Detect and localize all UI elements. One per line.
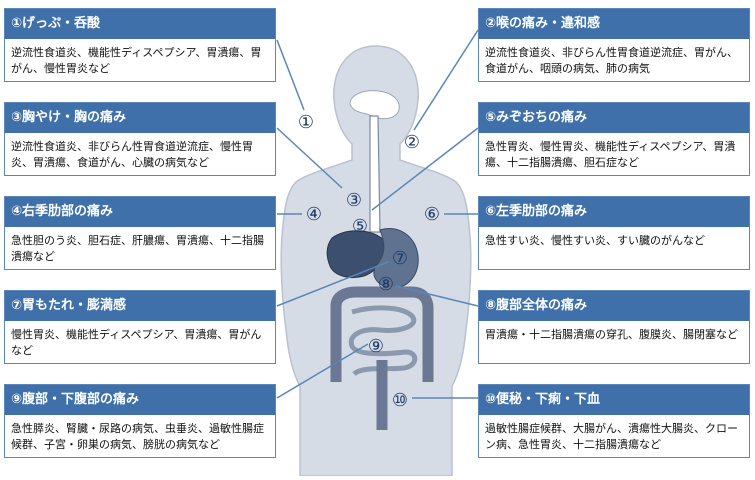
leader-lines bbox=[276, 29, 479, 399]
marker-8: ⑧ bbox=[378, 274, 394, 295]
marker-7: ⑦ bbox=[392, 248, 408, 269]
card-title: ①げっぷ・呑酸 bbox=[5, 9, 275, 39]
card-body: 急性すい炎、慢性すい炎、すい臓のがんなど bbox=[485, 234, 705, 247]
leader-8 bbox=[395, 285, 479, 307]
leader-7 bbox=[276, 261, 389, 307]
leader-5 bbox=[371, 127, 479, 211]
card-title: ③胸やけ・胸の痛み bbox=[5, 103, 275, 133]
marker-6: ⑥ bbox=[424, 204, 440, 225]
symptom-card-10: ⑩便秘・下痢・下血 過敏性腸症候群、大腸がん、潰瘍性大腸炎、クローン病、急性胃炎… bbox=[478, 384, 750, 458]
symptom-card-5: ⑤みぞおちの痛み 急性胃炎、慢性胃炎、機能性ディスペプシア、胃潰瘍、十二指腸潰瘍… bbox=[478, 102, 750, 176]
marker-10: ⑩ bbox=[392, 390, 408, 411]
symptom-card-1: ①げっぷ・呑酸 逆流性食道炎、機能性ディスペプシア、胃潰瘍、胃がん、慢性胃炎など bbox=[4, 8, 276, 82]
marker-2: ② bbox=[404, 132, 420, 153]
symptom-card-2: ②喉の痛み・違和感 逆流性食道炎、非びらん性胃食道逆流症、胃がん、食道がん、咽頭… bbox=[478, 8, 750, 82]
card-title: ⑩便秘・下痢・下血 bbox=[479, 385, 749, 415]
symptom-card-3: ③胸やけ・胸の痛み 逆流性食道炎、非びらん性胃食道逆流症、慢性胃炎、胃潰瘍、食道… bbox=[4, 102, 276, 176]
symptom-card-9: ⑨腹部・下腹部の痛み 急性膵炎、腎臓・尿路の病気、虫垂炎、過敏性腸症候群、子宮・… bbox=[4, 384, 276, 458]
marker-9: ⑨ bbox=[368, 336, 384, 357]
marker-5: ⑤ bbox=[352, 216, 368, 237]
marker-1: ① bbox=[298, 112, 314, 133]
marker-3: ③ bbox=[346, 190, 362, 211]
symptom-card-6: ⑥左季肋部の痛み 急性すい炎、慢性すい炎、すい臓のがんなど bbox=[478, 196, 750, 270]
card-title: ⑤みぞおちの痛み bbox=[479, 103, 749, 133]
symptom-card-4: ④右季肋部の痛み 急性胆のう炎、胆石症、肝膿瘍、胃潰瘍、十二指腸潰瘍など bbox=[4, 196, 276, 270]
card-title: ④右季肋部の痛み bbox=[5, 197, 275, 227]
card-title: ⑧腹部全体の痛み bbox=[479, 291, 749, 321]
oral-cavity bbox=[349, 90, 400, 120]
card-body: 逆流性食道炎、非びらん性胃食道逆流症、慢性胃炎、胃潰瘍、食道がん、心臓の病気など bbox=[11, 140, 253, 169]
card-body: 慢性胃炎、機能性ディスペプシア、胃潰瘍、胃がんなど bbox=[11, 328, 262, 357]
leader-2 bbox=[413, 29, 479, 131]
card-body: 急性胃炎、慢性胃炎、機能性ディスペプシア、胃潰瘍、十二指腸潰瘍、胆石症など bbox=[485, 140, 736, 169]
card-title: ⑨腹部・下腹部の痛み bbox=[5, 385, 275, 415]
marker-4: ④ bbox=[306, 204, 322, 225]
card-title: ⑦胃もたれ・膨満感 bbox=[5, 291, 275, 321]
card-body: 逆流性食道炎、非びらん性胃食道逆流症、胃がん、食道がん、咽頭の病気、肺の病気 bbox=[485, 46, 738, 75]
large-intestine bbox=[330, 286, 434, 382]
card-body: 胃潰瘍・十二指腸潰瘍の穿孔、腹膜炎、腸閉塞など bbox=[485, 328, 738, 341]
esophagus bbox=[369, 115, 381, 233]
card-body: 急性胆のう炎、胆石症、肝膿瘍、胃潰瘍、十二指腸潰瘍など bbox=[11, 234, 264, 263]
symptom-card-7: ⑦胃もたれ・膨満感 慢性胃炎、機能性ディスペプシア、胃潰瘍、胃がんなど bbox=[4, 290, 276, 364]
small-intestine bbox=[348, 305, 418, 377]
leader-1 bbox=[276, 39, 305, 111]
card-body: 逆流性食道炎、機能性ディスペプシア、胃潰瘍、胃がん、慢性胃炎など bbox=[11, 46, 262, 75]
card-title: ⑥左季肋部の痛み bbox=[479, 197, 749, 227]
card-body: 過敏性腸症候群、大腸がん、潰瘍性大腸炎、クローン病、急性胃炎、十二指腸潰瘍など bbox=[485, 422, 738, 451]
leader-3 bbox=[276, 127, 343, 189]
card-body: 急性膵炎、腎臓・尿路の病気、虫垂炎、過敏性腸症候群、子宮・卵巣の病気、膀胱の病気… bbox=[11, 422, 264, 451]
liver bbox=[326, 230, 385, 279]
leader-9 bbox=[276, 343, 369, 399]
symptom-card-8: ⑧腹部全体の痛み 胃潰瘍・十二指腸潰瘍の穿孔、腹膜炎、腸閉塞など bbox=[478, 290, 750, 364]
card-title: ②喉の痛み・違和感 bbox=[479, 9, 749, 39]
